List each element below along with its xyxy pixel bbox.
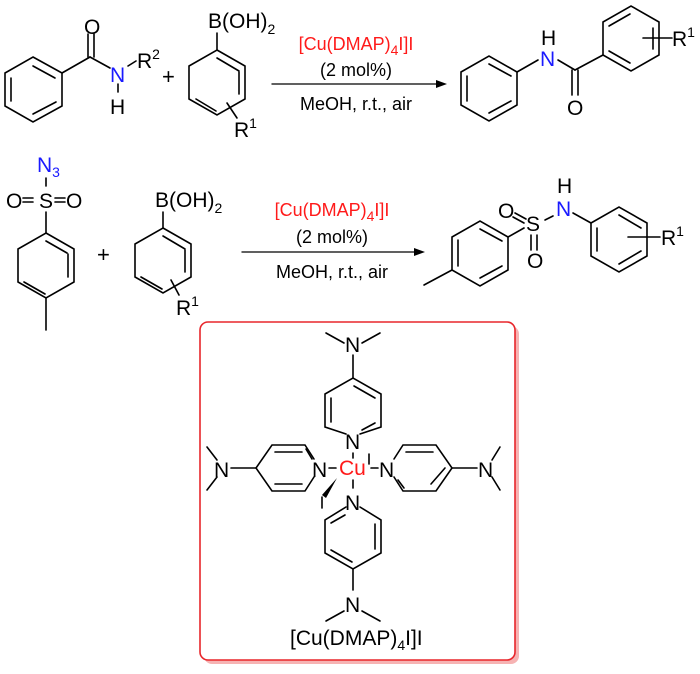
boronic-acid-reactant: B(OH)2 R1 — [188, 10, 276, 142]
carbonyl-oxygen-label: O — [84, 16, 100, 39]
benzene-ring — [188, 49, 246, 116]
r1-label: R1 — [661, 223, 684, 250]
dimethylamino-nitrogen-label: N — [345, 594, 360, 617]
r1-label: R1 — [234, 115, 257, 142]
amide-hydrogen-label: H — [541, 27, 556, 50]
catalyst-label: [Cu(DMAP)4I]I — [275, 200, 390, 224]
carbonyl-oxygen-label: O — [567, 97, 583, 120]
benzene-ring — [602, 5, 660, 72]
benzamide-reactant: O N H R2 — [4, 16, 160, 123]
sulfonyl-oxygen-top-label: O — [498, 200, 514, 223]
r1-label: R1 — [176, 293, 199, 320]
pyridine-nitrogen-label: N — [379, 459, 394, 482]
complex-caption: [Cu(DMAP)4I]I — [290, 627, 423, 653]
arrowhead — [436, 80, 447, 88]
pyridine-nitrogen-label: N — [312, 459, 327, 482]
dmap-ligand-bottom: N N — [324, 492, 382, 622]
conditions-label: MeOH, r.t., air — [300, 94, 412, 114]
dimethylamino-nitrogen-label: N — [214, 459, 229, 482]
arrowhead — [414, 248, 425, 256]
box-border — [199, 321, 516, 661]
aryl-carbonyl-bond — [61, 56, 91, 74]
sulfonyl-oxygen-right-label: O — [66, 190, 82, 213]
benzene-ring — [134, 227, 192, 294]
catalyst-loading-label: (2 mol%) — [296, 227, 368, 247]
amide-nitrogen-label: N — [540, 48, 555, 71]
catalyst-loading-label: (2 mol%) — [320, 60, 392, 80]
plus-sign: + — [97, 242, 110, 267]
dmap-ligand-left: N N — [206, 444, 337, 492]
dmap-ligand-top: N N — [324, 332, 382, 459]
copper-label: Cu — [339, 457, 366, 480]
sulfur-label: S — [526, 213, 540, 236]
boronic-acid-label: B(OH)2 — [155, 189, 223, 216]
sulfonamide-nitrogen-label: N — [556, 198, 571, 221]
tosyl-azide-reactant: N3 O S O — [6, 154, 82, 331]
reaction1: O N H R2 + B(OH)2 R1 [Cu(DMAP)4I]I (2 mo… — [4, 5, 695, 142]
sulfonyl-oxygen-bottom-label: O — [527, 250, 543, 273]
catalyst-structure-box: Cu N N I N N — [199, 321, 519, 664]
sulfonyl-oxygen-left-label: O — [6, 190, 22, 213]
amide-nitrogen-label: N — [110, 64, 125, 87]
azide-label: N3 — [37, 154, 60, 180]
sulfur-label: S — [39, 190, 53, 213]
dimethylamino-nitrogen-label: N — [478, 459, 493, 482]
reaction-arrow-2: [Cu(DMAP)4I]I (2 mol%) MeOH, r.t., air — [241, 200, 425, 282]
catalyst-label: [Cu(DMAP)4I]I — [299, 34, 414, 58]
benzanilide-product: N H O R1 — [460, 5, 695, 122]
pyridine-nitrogen-label: N — [345, 431, 360, 454]
conditions-label: MeOH, r.t., air — [276, 262, 388, 282]
sulfonamide-product: S O O N H R1 — [423, 175, 684, 287]
benzene-ring — [460, 55, 518, 122]
reaction-arrow-1: [Cu(DMAP)4I]I (2 mol%) MeOH, r.t., air — [271, 34, 447, 114]
amide-hydrogen-label: H — [110, 96, 125, 119]
wedge-bond — [322, 478, 337, 498]
dimethylamino-nitrogen-label: N — [345, 334, 360, 357]
pyridine-nitrogen-label: N — [345, 492, 360, 515]
sulfonamide-hydrogen-label: H — [557, 175, 572, 198]
reaction2: N3 O S O + B(OH)2 R1 — [6, 154, 684, 331]
benzene-ring — [590, 206, 648, 273]
plus-sign: + — [162, 64, 175, 89]
boronic-acid-reactant: B(OH)2 R1 — [134, 189, 223, 320]
r1-label: R1 — [672, 24, 695, 51]
benzene-ring — [451, 220, 509, 287]
benzene-ring — [17, 232, 75, 299]
dmap-ligand-right: N N — [370, 444, 501, 492]
boronic-acid-label: B(OH)2 — [208, 10, 276, 37]
r2-label: R2 — [137, 46, 160, 73]
